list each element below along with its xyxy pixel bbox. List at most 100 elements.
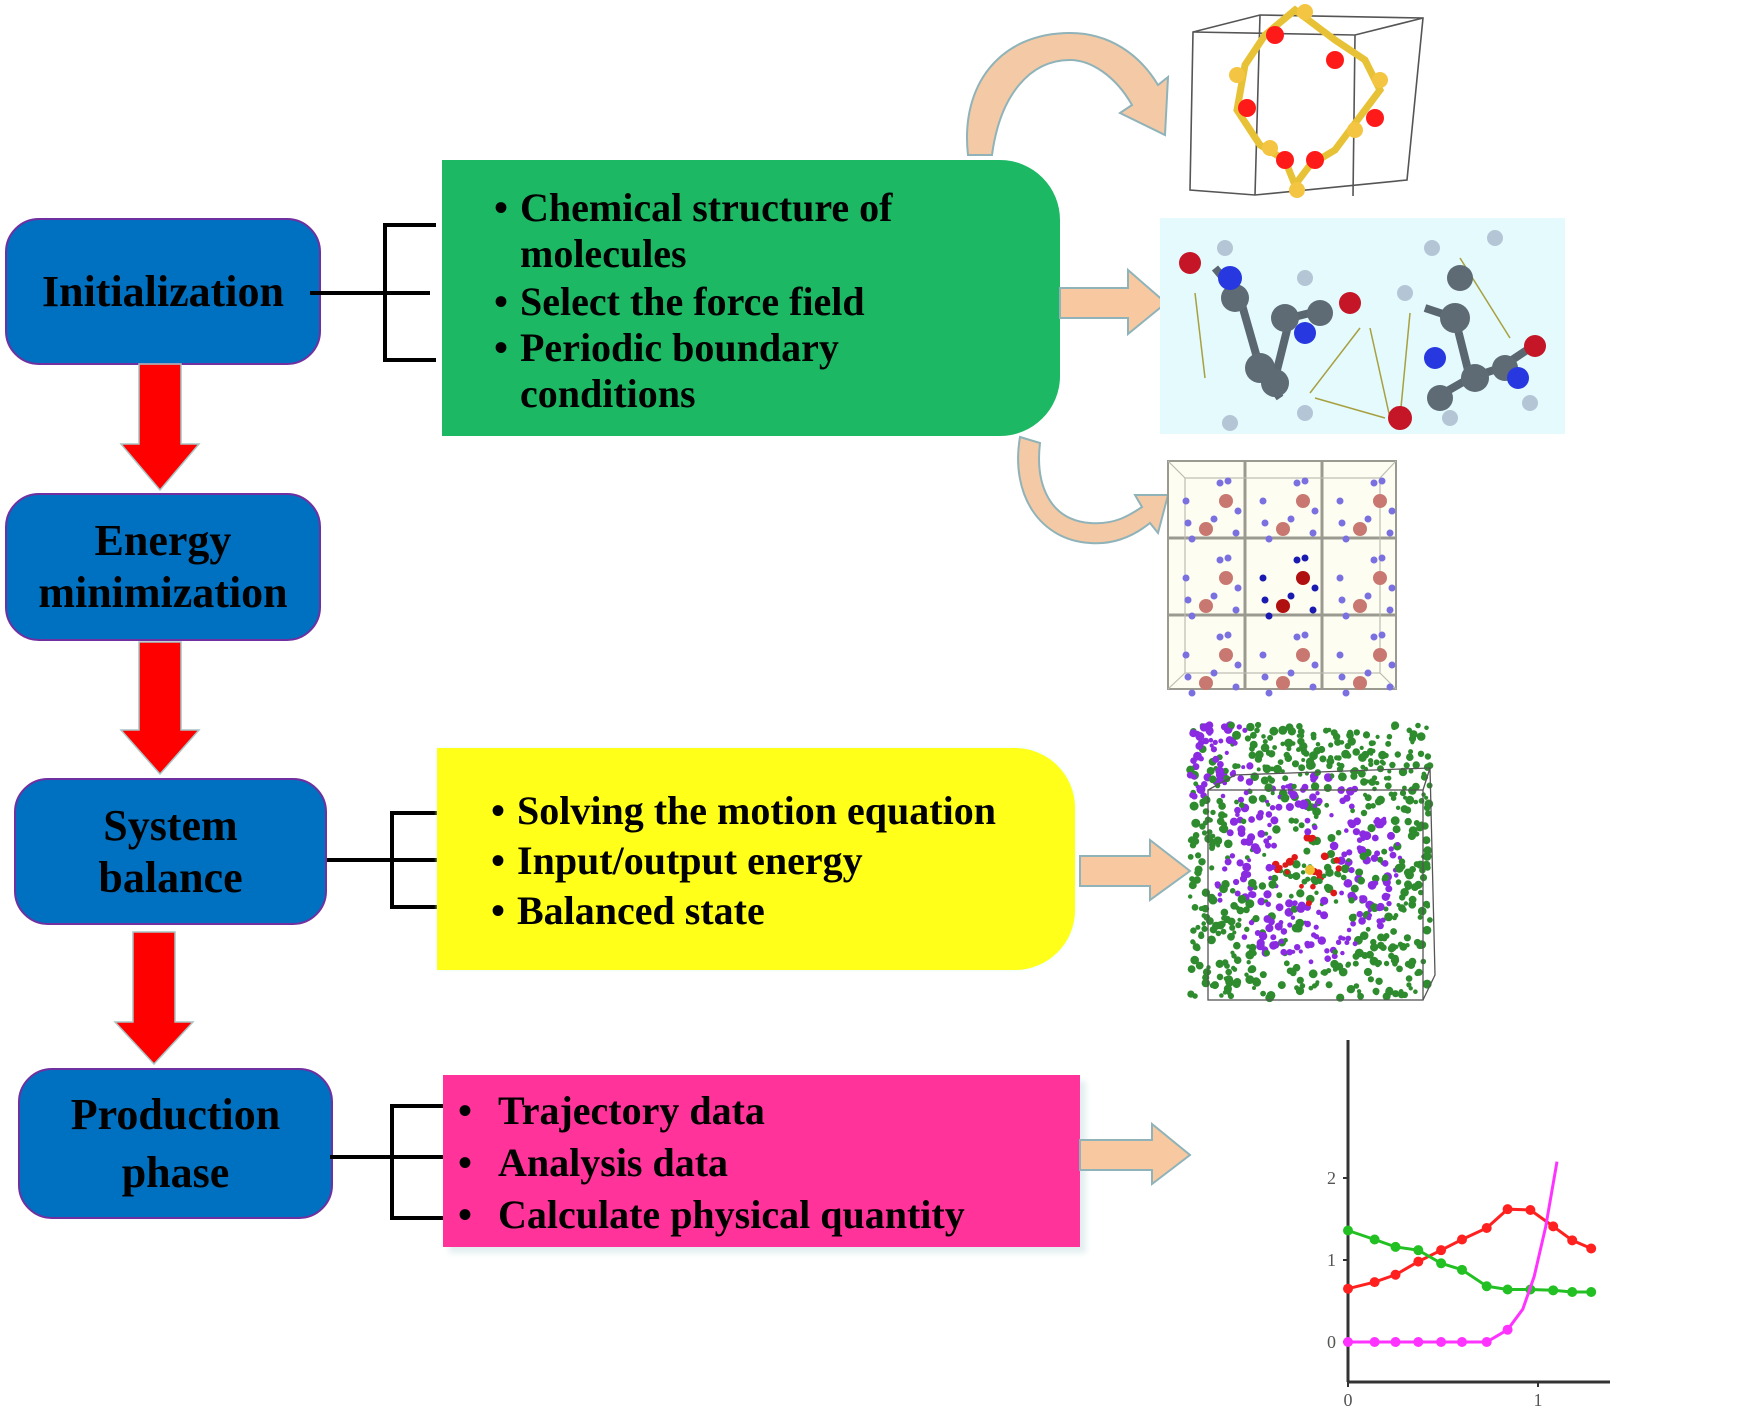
right-arrow-icon: [1079, 837, 1192, 902]
chain-bead: [1262, 852, 1267, 857]
chain-bead: [1207, 731, 1212, 736]
detail-item: • Select the force field: [494, 279, 865, 324]
chain-bead: [1315, 742, 1321, 747]
atom-small: [1301, 554, 1309, 562]
chain-bead: [1282, 862, 1288, 868]
chain-bead: [1341, 851, 1348, 858]
chain-bead: [1280, 769, 1285, 774]
atom-small: [1184, 673, 1192, 681]
atom-large: [1296, 648, 1310, 662]
chain-bead: [1416, 732, 1426, 741]
chain-bead: [1408, 768, 1414, 774]
chain-bead: [1216, 973, 1224, 981]
chain-bead: [1246, 722, 1255, 732]
chain-bead: [1348, 820, 1357, 829]
chain-bead: [1410, 826, 1417, 834]
chain-bead: [1209, 743, 1214, 748]
chain-bead: [1232, 979, 1241, 989]
data-point-red: [1369, 1277, 1380, 1288]
atom-small: [1265, 535, 1273, 543]
chain-bead: [1348, 803, 1355, 810]
cell-atoms: [1182, 477, 1396, 697]
chain-bead: [1329, 813, 1334, 818]
bullet: •: [494, 325, 509, 370]
atom-large: [1296, 494, 1310, 508]
chain-bead: [1280, 928, 1288, 935]
chain-bead: [1315, 980, 1320, 985]
chain-bead: [1327, 755, 1334, 761]
chain-bead: [1350, 884, 1359, 893]
atom-small: [1182, 497, 1190, 505]
chain-bead: [1284, 738, 1294, 748]
chain-bead: [1359, 852, 1368, 861]
chain-bead: [1377, 856, 1384, 863]
detail-item: • Chemical structure of molecules: [494, 185, 893, 276]
chain-bead: [1285, 899, 1294, 908]
chain-bead: [1424, 795, 1429, 800]
atom-small: [1388, 584, 1396, 592]
chain-bead: [1259, 942, 1265, 948]
chain-bead: [1248, 751, 1256, 759]
chain-bead: [1416, 942, 1424, 950]
chain-bead: [1347, 737, 1356, 746]
chain-bead: [1384, 912, 1393, 922]
chain-bead: [1220, 928, 1227, 935]
chain-bead: [1347, 729, 1354, 736]
chain-bead: [1258, 931, 1268, 941]
chain-bead: [1269, 766, 1275, 772]
atom-small: [1265, 689, 1273, 697]
chain-bead: [1210, 746, 1217, 753]
chain-bead: [1258, 794, 1267, 803]
chain-bead: [1244, 735, 1251, 742]
chain-bead: [1199, 823, 1206, 830]
chain-bead: [1239, 875, 1248, 883]
x-tick-label: 1: [1534, 1390, 1543, 1410]
curved-arrow-icon: [1017, 435, 1170, 545]
chain-bead: [1293, 818, 1299, 824]
right-arrow-icon: [1059, 267, 1168, 337]
chain-bead: [1290, 905, 1299, 913]
system-balance-details: • Solving the motion equation • Input/ou…: [437, 748, 1075, 970]
chain-bead: [1359, 745, 1364, 750]
atom-small: [1232, 529, 1240, 537]
chain-bead: [1314, 772, 1319, 777]
chain-bead: [1265, 924, 1274, 933]
chain-bead: [1217, 897, 1223, 903]
chain-bead: [1233, 878, 1240, 886]
chain-bead: [1315, 797, 1323, 805]
chain-bead: [1297, 728, 1305, 735]
atom-small: [1370, 556, 1378, 564]
chain-bead: [1206, 917, 1214, 925]
data-point-magenta: [1502, 1324, 1513, 1335]
chain-bead: [1296, 733, 1301, 738]
chain-bead: [1198, 931, 1204, 937]
chain-bead: [1289, 857, 1294, 863]
chain-bead: [1236, 859, 1244, 867]
atom-small: [1311, 507, 1319, 515]
data-point-magenta: [1390, 1337, 1401, 1347]
chain-bead: [1187, 965, 1196, 973]
atom-small: [1261, 596, 1269, 604]
chain-bead: [1232, 730, 1241, 740]
atom-small: [1293, 556, 1301, 564]
chain-bead: [1356, 837, 1363, 843]
chain-bead: [1323, 863, 1332, 872]
chain-bead: [1246, 762, 1254, 770]
chain-bead: [1188, 881, 1197, 890]
chain-bead: [1398, 858, 1406, 865]
detail-item: • Calculate physical quantity: [458, 1189, 1080, 1241]
chain-bead: [1377, 933, 1385, 942]
atom-small: [1210, 592, 1218, 600]
chain-bead: [1389, 761, 1396, 769]
atom-small: [1188, 612, 1196, 620]
chain-bead: [1186, 765, 1195, 774]
chain-bead: [1312, 824, 1318, 831]
chain-bead: [1319, 755, 1327, 763]
series-line-red: [1347, 1207, 1592, 1291]
right-arrow-icon: [1079, 1121, 1192, 1187]
chain-bead: [1237, 796, 1245, 803]
chain-bead: [1280, 793, 1290, 803]
chain-bead: [1324, 802, 1330, 808]
detail-item: • Input/output energy: [491, 836, 1075, 886]
atom-small: [1261, 519, 1269, 527]
